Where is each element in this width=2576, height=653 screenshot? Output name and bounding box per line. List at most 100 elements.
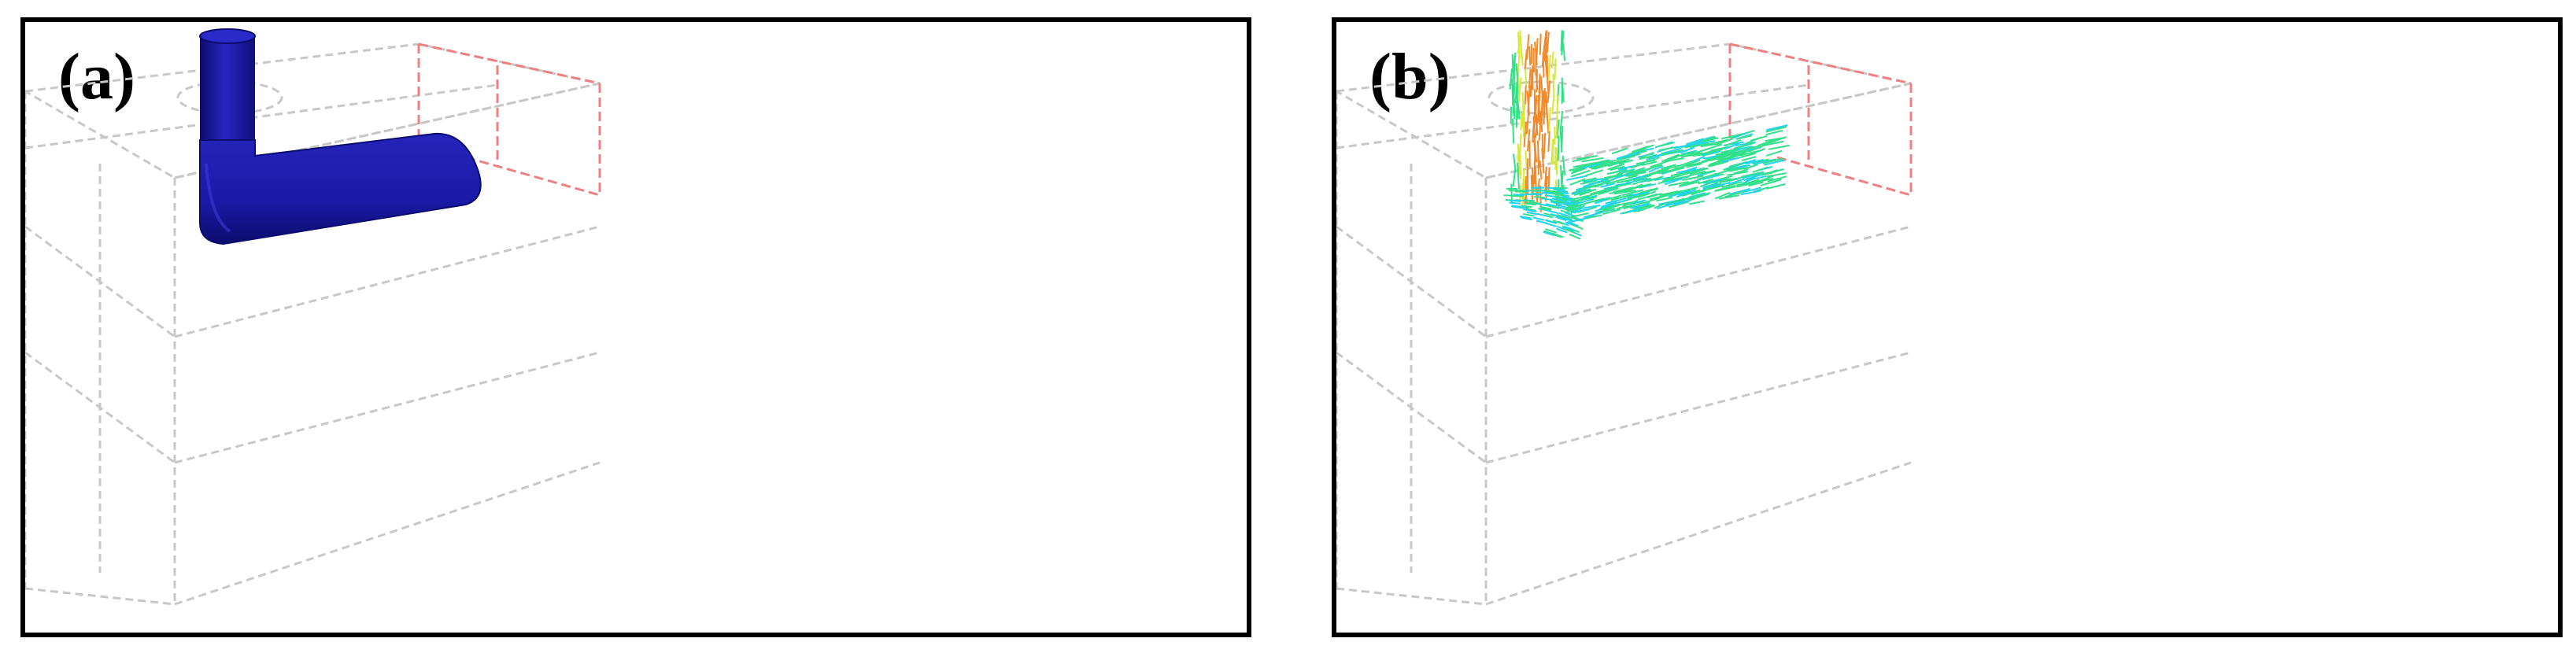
velocity-vector <box>1757 175 1775 183</box>
velocity-vector <box>1521 105 1525 125</box>
velocity-vector <box>1639 151 1654 160</box>
velocity-vector <box>1717 138 1733 146</box>
velocity-vector <box>1543 31 1547 51</box>
velocity-vector <box>1520 193 1532 196</box>
velocity-vector <box>1559 127 1563 153</box>
velocity-vector <box>1546 76 1550 98</box>
velocity-vector <box>1545 175 1549 202</box>
velocity-vector <box>1561 155 1566 176</box>
velocity-vector <box>1544 30 1548 55</box>
velocity-vector <box>1765 149 1783 157</box>
velocity-vector <box>1539 207 1551 212</box>
velocity-vector <box>1679 180 1700 187</box>
velocity-vector <box>1647 175 1664 183</box>
velocity-vector <box>1600 183 1616 188</box>
velocity-vector <box>1630 162 1645 169</box>
velocity-vector <box>1761 169 1779 176</box>
velocity-vector <box>1709 156 1725 161</box>
velocity-vector <box>1626 208 1643 213</box>
panel-b-label: (b) <box>1369 40 1451 113</box>
velocity-vector <box>1556 94 1558 121</box>
velocity-vector <box>1648 165 1664 173</box>
velocity-vector <box>1579 204 1601 210</box>
velocity-vector <box>1569 233 1581 240</box>
velocity-vector <box>1545 228 1557 234</box>
velocity-vector <box>1580 179 1598 185</box>
velocity-vector <box>1735 135 1752 140</box>
velocity-vector <box>1741 159 1757 165</box>
velocity-vector <box>1539 33 1542 55</box>
velocity-vector <box>1752 166 1768 173</box>
velocity-vector <box>1616 204 1635 210</box>
velocity-vector <box>1720 147 1739 153</box>
velocity-vector <box>1509 68 1513 90</box>
velocity-vector <box>1561 77 1565 103</box>
velocity-vector <box>1545 203 1558 207</box>
velocity-vector <box>1609 158 1630 165</box>
velocity-vector <box>1539 160 1543 180</box>
velocity-vector <box>1573 162 1593 168</box>
velocity-vector <box>1765 129 1783 136</box>
velocity-vector <box>1571 223 1584 231</box>
panel-a-label: (a) <box>58 40 135 113</box>
velocity-vector <box>1746 175 1767 182</box>
velocity-vector <box>1555 204 1568 208</box>
velocity-vector <box>1632 177 1651 186</box>
velocity-vector <box>1689 167 1709 173</box>
velocity-vector <box>1536 212 1549 217</box>
velocity-vector <box>1570 194 1591 201</box>
velocity-vector <box>1761 138 1781 146</box>
velocity-vector <box>1550 201 1562 205</box>
velocity-vector <box>1521 216 1532 221</box>
panel-a: (a) <box>20 17 1251 637</box>
velocity-vector <box>1723 163 1743 172</box>
velocity-vector <box>1547 209 1559 215</box>
velocity-vector <box>1503 194 1515 197</box>
velocity-vector <box>1548 107 1551 132</box>
velocity-vector <box>1694 135 1715 144</box>
velocity-vector <box>1582 184 1600 190</box>
velocity-vector <box>1741 171 1764 178</box>
velocity-vector <box>1703 178 1724 184</box>
velocity-vector <box>1668 190 1691 198</box>
velocity-vector <box>1605 197 1627 205</box>
velocity-vector <box>1611 172 1631 180</box>
velocity-vector <box>1635 159 1656 165</box>
velocity-vector <box>1624 150 1641 158</box>
velocity-vector <box>1585 169 1604 177</box>
diagram-b <box>1336 30 1913 606</box>
velocity-vector <box>1743 174 1761 182</box>
velocity-vector <box>1680 152 1701 158</box>
velocity-vector <box>1525 109 1530 135</box>
velocity-vector <box>1646 192 1662 199</box>
velocity-vector <box>1577 214 1595 222</box>
velocity-vector <box>1544 92 1548 111</box>
velocity-vector <box>1517 162 1520 190</box>
velocity-vector <box>1556 227 1568 234</box>
velocity-vector <box>1682 175 1704 182</box>
velocity-vector <box>1728 187 1750 196</box>
velocity-vector <box>1550 51 1554 69</box>
velocity-vector <box>1523 122 1527 148</box>
velocity-vector <box>1574 196 1598 202</box>
velocity-vector <box>1630 183 1652 190</box>
velocity-vector <box>1715 184 1736 192</box>
velocity-vector <box>1517 143 1520 172</box>
velocity-vector <box>1702 182 1719 189</box>
velocity-vector <box>1728 178 1745 186</box>
velocity-vector <box>1618 159 1634 165</box>
wireframe-box <box>1336 42 1912 606</box>
velocity-vector <box>1674 199 1691 206</box>
velocity-vector <box>1552 232 1564 238</box>
velocity-vector <box>1517 56 1521 79</box>
velocity-vector <box>1561 30 1565 56</box>
velocity-vector <box>1689 194 1706 201</box>
velocity-vector <box>1597 208 1616 213</box>
velocity-vector <box>1541 197 1553 201</box>
velocity-vector <box>1702 154 1719 160</box>
velocity-vector <box>1733 168 1749 175</box>
velocity-vector <box>1537 203 1549 207</box>
velocity-vector <box>1533 140 1536 159</box>
velocity-vector <box>1602 204 1621 212</box>
velocity-vector <box>1512 153 1517 173</box>
